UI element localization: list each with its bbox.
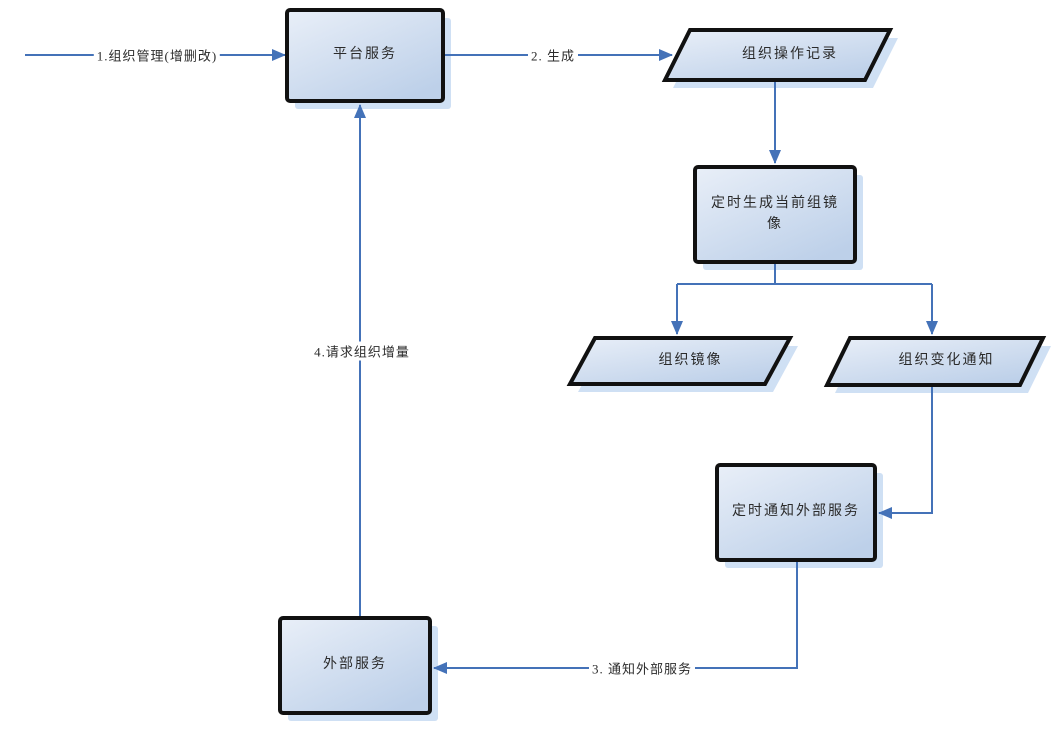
edge-split-stem: [677, 262, 932, 285]
node-shapes: [278, 8, 1047, 715]
edge-label-3-notify-external: 3. 通知外部服务: [588, 658, 696, 678]
org-operation-record-parallelogram: [661, 28, 894, 82]
edge-label-4-request-delta: 4.请求组织增量: [311, 341, 413, 361]
platform-service-box: [285, 8, 445, 103]
snapshot-generation-box: [693, 165, 857, 264]
edge-label-1-org-manage: 1.组织管理(增删改): [93, 45, 221, 65]
notify-external-box: [715, 463, 877, 562]
org-change-notice-parallelogram: [823, 336, 1047, 387]
edge-label-2-generate: 2. 生成: [527, 45, 579, 65]
edges: [25, 49, 938, 674]
edge-notifyexternal-to-external: [433, 560, 798, 674]
edge-orgchange-to-notifyexternal: [878, 385, 933, 519]
external-service-box: [278, 616, 432, 715]
org-mirror-parallelogram: [566, 336, 794, 386]
